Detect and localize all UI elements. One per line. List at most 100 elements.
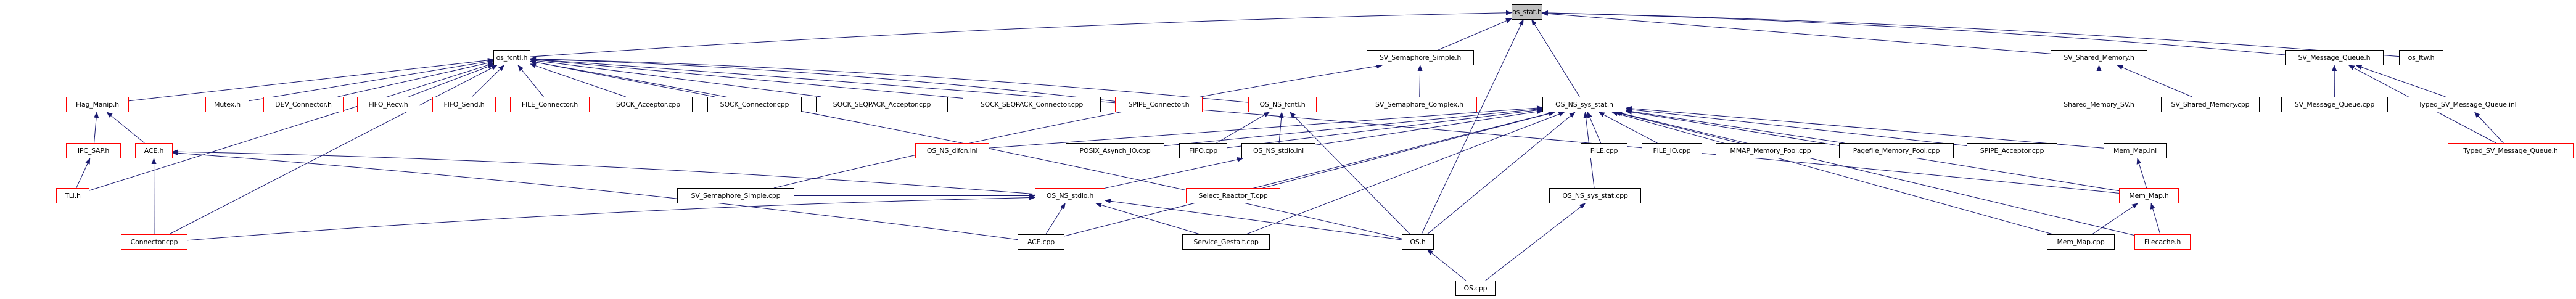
- graph-node-sock-acceptor-cpp[interactable]: SOCK_Acceptor.cpp: [604, 97, 693, 112]
- edge-tli-h-to-os-fcntl-h: [89, 62, 494, 191]
- graph-node-mem-map-h[interactable]: Mem_Map.h: [2119, 188, 2179, 203]
- graph-node-posix-asynch-io-cpp[interactable]: POSIX_Asynch_IO.cpp: [1066, 143, 1164, 158]
- graph-node-sv-semaphore-simple-cpp[interactable]: SV_Semaphore_Simple.cpp: [677, 188, 794, 203]
- edge-select-reactor-t-cpp-to-os-ns-sys-stat-h: [1262, 111, 1555, 189]
- edge-os-ns-sys-stat-h-to-os-stat-h: [1531, 19, 1580, 97]
- graph-node-file-connector-h[interactable]: FILE_Connector.h: [510, 97, 590, 112]
- graph-node-spipe-acceptor-cpp[interactable]: SPIPE_Acceptor.cpp: [1967, 143, 2057, 158]
- edges-layer: [76, 10, 2504, 281]
- graph-node-os-ns-fcntl-h[interactable]: OS_NS_fcntl.h: [1248, 97, 1317, 112]
- edge-os-cpp-to-os-ns-sys-stat-cpp: [1485, 203, 1586, 281]
- graph-node-ace-cpp[interactable]: ACE.cpp: [1018, 234, 1064, 250]
- edge-sv-message-queue-h-to-os-stat-h: [1542, 10, 2286, 55]
- edge-sv-shared-memory-cpp-to-sv-shared-memory-h: [2117, 65, 2192, 97]
- graph-node-tli-h[interactable]: TLI.h: [56, 188, 89, 203]
- graph-node-connector-cpp[interactable]: Connector.cpp: [121, 234, 187, 250]
- edge-mmap-memory-pool-cpp-to-os-ns-sys-stat-h: [1615, 111, 1740, 144]
- graph-node-os-ns-sys-stat-cpp[interactable]: OS_NS_sys_stat.cpp: [1549, 188, 1641, 203]
- graph-node-os-h[interactable]: OS.h: [1402, 234, 1434, 250]
- edge-mem-map-cpp-to-mem-map-h: [2092, 203, 2138, 235]
- graph-node-os-stat-h[interactable]: os_stat.h: [1512, 4, 1542, 20]
- edge-dev-connector-h-to-os-fcntl-h: [337, 60, 494, 97]
- edge-fifo-send-h-to-os-fcntl-h: [471, 65, 504, 97]
- graph-node-ipc-sap-h[interactable]: IPC_SAP.h: [66, 143, 121, 158]
- graph-node-dev-connector-h[interactable]: DEV_Connector.h: [263, 97, 344, 112]
- edge-os-h-to-os-ns-sys-stat-h: [1426, 112, 1576, 235]
- graph-node-os-cpp[interactable]: OS.cpp: [1455, 281, 1496, 296]
- graph-node-fifo-send-h[interactable]: FIFO_Send.h: [432, 97, 496, 112]
- edge-mem-map-cpp-to-os-ns-sys-stat-h: [1611, 111, 2054, 235]
- graph-node-filecache-h[interactable]: Filecache.h: [2134, 234, 2191, 250]
- graph-node-flag-manip-h[interactable]: Flag_Manip.h: [66, 97, 129, 112]
- edge-sv-semaphore-simple-h-to-os-stat-h: [1438, 18, 1512, 51]
- graph-node-os-ns-stdio-inl[interactable]: OS_NS_stdio.inl: [1241, 143, 1315, 158]
- edge-os-ns-stdio-inl-to-os-ns-fcntl-h: [1278, 112, 1284, 144]
- edge-typed-sv-message-queue-h-to-typed-sv-message-queue-inl: [2474, 112, 2504, 144]
- edge-sock-seqpack-connector-cpp-to-os-fcntl-h: [530, 57, 963, 99]
- edge-mem-map-h-to-os-fcntl-h: [530, 57, 2120, 194]
- edge-filecache-h-to-os-ns-sys-stat-h: [1616, 111, 2135, 236]
- edge-posix-asynch-io-cpp-to-os-ns-sys-stat-h: [1164, 107, 1543, 147]
- edge-typed-sv-message-queue-inl-to-sv-message-queue-h: [2355, 65, 2446, 97]
- graph-node-ace-h[interactable]: ACE.h: [135, 143, 173, 158]
- graph-node-sock-seqpack-connector-cpp[interactable]: SOCK_SEQPACK_Connector.cpp: [963, 97, 1101, 112]
- edge-tli-h-to-ipc-sap-h: [76, 158, 91, 189]
- edge-filecache-h-to-mem-map-h: [2150, 203, 2161, 235]
- graph-node-select-reactor-t-cpp[interactable]: Select_Reactor_T.cpp: [1186, 188, 1280, 203]
- edge-sock-seqpack-acceptor-cpp-to-os-fcntl-h: [530, 58, 821, 97]
- edge-os-ns-stdio-h-to-os-ns-stdio-inl: [1105, 157, 1244, 189]
- graph-node-os-ns-stdio-h[interactable]: OS_NS_stdio.h: [1035, 188, 1105, 203]
- graph-node-mem-map-cpp[interactable]: Mem_Map.cpp: [2047, 234, 2115, 250]
- graph-node-sv-message-queue-cpp[interactable]: SV_Message_Queue.cpp: [2281, 97, 2388, 112]
- graph-node-service-gestalt-cpp[interactable]: Service_Gestalt.cpp: [1182, 234, 1270, 250]
- graph-node-sock-seqpack-acceptor-cpp[interactable]: SOCK_SEQPACK_Acceptor.cpp: [816, 97, 948, 112]
- graph-node-spipe-connector-h[interactable]: SPIPE_Connector.h: [1115, 97, 1203, 112]
- edge-os-h-to-os-ns-fcntl-h: [1290, 112, 1411, 235]
- edge-os-ns-stdio-inl-to-os-ns-sys-stat-h: [1315, 109, 1543, 145]
- edge-os-ftw-h-to-os-stat-h: [1542, 10, 2400, 57]
- edge-os-ns-dlfcn-inl-to-os-ns-sys-stat-h: [989, 105, 1543, 149]
- graph-node-sv-shared-memory-cpp[interactable]: SV_Shared_Memory.cpp: [2161, 97, 2260, 112]
- edge-mem-map-h-to-mem-map-inl: [2136, 158, 2147, 189]
- graph-node-typed-sv-message-queue-inl[interactable]: Typed_SV_Message_Queue.inl: [2403, 97, 2532, 112]
- graph-node-file-cpp[interactable]: FILE.cpp: [1581, 143, 1627, 158]
- edge-file-connector-h-to-os-fcntl-h: [517, 65, 544, 97]
- edge-sock-acceptor-cpp-to-os-fcntl-h: [530, 63, 626, 97]
- edge-connector-cpp-to-os-ns-stdio-h: [187, 195, 1035, 241]
- edge-flag-manip-h-to-os-fcntl-h: [128, 57, 494, 102]
- graph-node-os-ns-sys-stat-h[interactable]: OS_NS_sys_stat.h: [1542, 97, 1626, 112]
- edge-pagefile-memory-pool-cpp-to-os-ns-sys-stat-h: [1626, 109, 1845, 144]
- edge-ace-cpp-to-os-ns-sys-stat-h: [1064, 111, 1555, 237]
- edge-sv-semaphore-simple-cpp-to-sv-semaphore-simple-h: [773, 63, 1383, 189]
- graph-node-sv-semaphore-complex-h[interactable]: SV_Semaphore_Complex.h: [1362, 97, 1477, 112]
- graph-node-sv-semaphore-simple-h[interactable]: SV_Semaphore_Simple.h: [1367, 50, 1474, 65]
- graph-node-shared-memory-sv-h[interactable]: Shared_Memory_SV.h: [2051, 97, 2147, 112]
- graph-node-typed-sv-message-queue-h[interactable]: Typed_SV_Message_Queue.h: [2448, 143, 2574, 158]
- edge-mem-map-inl-to-os-ns-sys-stat-h: [1626, 105, 2104, 149]
- graph-node-file-io-cpp[interactable]: FILE_IO.cpp: [1642, 143, 1702, 158]
- graph-node-sv-message-queue-h[interactable]: SV_Message_Queue.h: [2285, 50, 2384, 65]
- graph-node-mmap-memory-pool-cpp[interactable]: MMAP_Memory_Pool.cpp: [1716, 143, 1825, 158]
- graph-node-pagefile-memory-pool-cpp[interactable]: Pagefile_Memory_Pool.cpp: [1839, 143, 1954, 158]
- edge-fifo-cpp-to-os-ns-sys-stat-h: [1227, 107, 1543, 149]
- graph-node-sv-shared-memory-h[interactable]: SV_Shared_Memory.h: [2051, 50, 2147, 65]
- graph-node-os-ns-dlfcn-inl[interactable]: OS_NS_dlfcn.inl: [915, 143, 989, 158]
- edge-fifo-recv-h-to-os-fcntl-h: [408, 64, 494, 97]
- edge-ace-h-to-flag-manip-h: [106, 112, 145, 144]
- edge-os-ns-stdio-h-to-ace-h: [172, 149, 1035, 195]
- graph-node-fifo-recv-h[interactable]: FIFO_Recv.h: [357, 97, 419, 112]
- graph-node-sock-connector-cpp[interactable]: SOCK_Connector.cpp: [707, 97, 802, 112]
- graph-node-os-fcntl-h[interactable]: os_fcntl.h: [493, 50, 530, 65]
- graph-node-mem-map-inl[interactable]: Mem_Map.inl: [2104, 143, 2167, 158]
- edge-service-gestalt-cpp-to-os-ns-stdio-h: [1095, 202, 1200, 235]
- graph-node-os-ftw-h[interactable]: os_ftw.h: [2399, 50, 2443, 65]
- edge-os-h-to-os-ns-stdio-h: [1105, 199, 1402, 240]
- graph-node-fifo-cpp[interactable]: FIFO.cpp: [1179, 143, 1227, 158]
- edge-spipe-connector-h-to-os-fcntl-h: [530, 56, 1116, 102]
- edge-sv-shared-memory-h-to-os-stat-h: [1542, 11, 2051, 54]
- edge-connector-cpp-to-os-fcntl-h: [169, 65, 498, 235]
- edge-ace-cpp-to-os-ns-stdio-h: [1045, 203, 1066, 235]
- edge-file-io-cpp-to-os-ns-sys-stat-h: [1598, 112, 1658, 144]
- graph-node-mutex-h[interactable]: Mutex.h: [205, 97, 249, 112]
